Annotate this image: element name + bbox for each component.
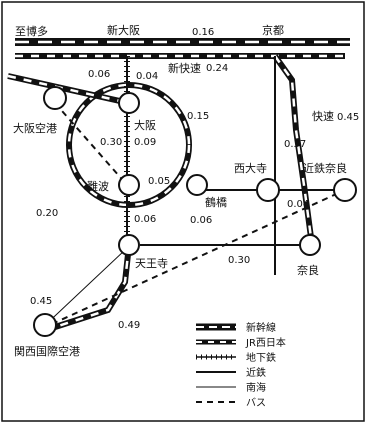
label-kintetsu-nara: 近鉄奈良 bbox=[303, 161, 347, 175]
time-tennoji-nara: 0.30 bbox=[228, 255, 250, 266]
station-labels: 至博多 新大阪 京都 大阪空港 大阪 西大寺 近鉄奈良 難波 鶴橋 天王寺 奈良… bbox=[13, 23, 347, 358]
jr-west-lines bbox=[7, 53, 345, 331]
legend: 新幹線 JR西日本 地下鉄 近鉄 南海 バス bbox=[196, 321, 286, 409]
time-nishidaiji-nara: 0.04 bbox=[287, 199, 309, 210]
legend-bus: バス bbox=[196, 397, 266, 409]
svg-text:バス: バス bbox=[246, 397, 266, 409]
time-namba-tennoji: 0.06 bbox=[134, 214, 156, 225]
time-kaisoku: 0.45 bbox=[337, 112, 359, 123]
svg-text:南海: 南海 bbox=[246, 381, 266, 394]
svg-text:近鉄: 近鉄 bbox=[246, 366, 266, 379]
label-shin-kaisoku: 新快速 bbox=[168, 61, 201, 75]
label-osaka: 大阪 bbox=[134, 118, 156, 132]
label-osaka-airport: 大阪空港 bbox=[13, 121, 57, 135]
svg-text:新幹線: 新幹線 bbox=[246, 321, 276, 334]
legend-shinkansen: 新幹線 bbox=[196, 321, 276, 334]
time-shinosaka-kyoto: 0.16 bbox=[192, 27, 214, 38]
label-kyoto: 京都 bbox=[262, 23, 284, 37]
time-kyoto-nara: 0.37 bbox=[284, 139, 306, 150]
legend-subway: 地下鉄 bbox=[196, 351, 276, 364]
travel-times: 0.16 0.24 0.06 0.04 0.45 0.15 0.30 0.09 … bbox=[30, 27, 359, 331]
label-nishi-daiji: 西大寺 bbox=[234, 161, 267, 175]
station-osaka-airport bbox=[43, 86, 67, 110]
svg-text:JR西日本: JR西日本 bbox=[245, 336, 286, 349]
station-kansai-airport bbox=[33, 313, 57, 337]
station-nara bbox=[299, 234, 321, 256]
time-osaka-airport-line: 0.06 bbox=[88, 69, 110, 80]
station-tennoji bbox=[118, 234, 140, 256]
time-airport-bus: 0.45 bbox=[30, 296, 52, 307]
bus-routes bbox=[51, 102, 346, 325]
time-shinosaka-osaka: 0.04 bbox=[136, 71, 158, 82]
station-nishi-daiji bbox=[256, 178, 280, 202]
legend-kintetsu: 近鉄 bbox=[196, 366, 266, 379]
time-airport-jr: 0.49 bbox=[118, 320, 140, 331]
svg-text:地下鉄: 地下鉄 bbox=[246, 351, 276, 364]
label-shin-osaka: 新大阪 bbox=[107, 23, 140, 37]
time-loop: 0.15 bbox=[187, 111, 209, 122]
label-kaisoku: 快速 bbox=[312, 110, 334, 123]
time-tsuruhashi-tennoji: 0.06 bbox=[190, 215, 212, 226]
stations bbox=[33, 86, 357, 337]
label-hakata: 至博多 bbox=[15, 24, 48, 38]
service-labels: 新快速 快速 bbox=[168, 61, 334, 123]
label-tsuruhashi: 鶴橋 bbox=[205, 195, 227, 209]
legend-jr-west: JR西日本 bbox=[196, 336, 286, 349]
time-nankai: 0.20 bbox=[36, 208, 58, 219]
time-namba-tsuruhashi: 0.05 bbox=[148, 176, 170, 187]
nankai-line bbox=[39, 249, 126, 331]
label-nara: 奈良 bbox=[297, 263, 319, 277]
label-namba: 難波 bbox=[87, 180, 109, 193]
station-namba bbox=[118, 174, 140, 196]
station-osaka bbox=[118, 92, 140, 114]
time-osaka-namba: 0.09 bbox=[134, 137, 156, 148]
station-tsuruhashi bbox=[186, 174, 208, 196]
station-kintetsu-nara bbox=[333, 178, 357, 202]
time-shinkaisoku: 0.24 bbox=[206, 63, 228, 74]
legend-nankai: 南海 bbox=[196, 381, 266, 394]
label-tennoji: 天王寺 bbox=[135, 257, 168, 270]
label-kansai-airport: 関西国際空港 bbox=[14, 344, 80, 358]
time-osaka-airport-bus: 0.30 bbox=[100, 137, 122, 148]
